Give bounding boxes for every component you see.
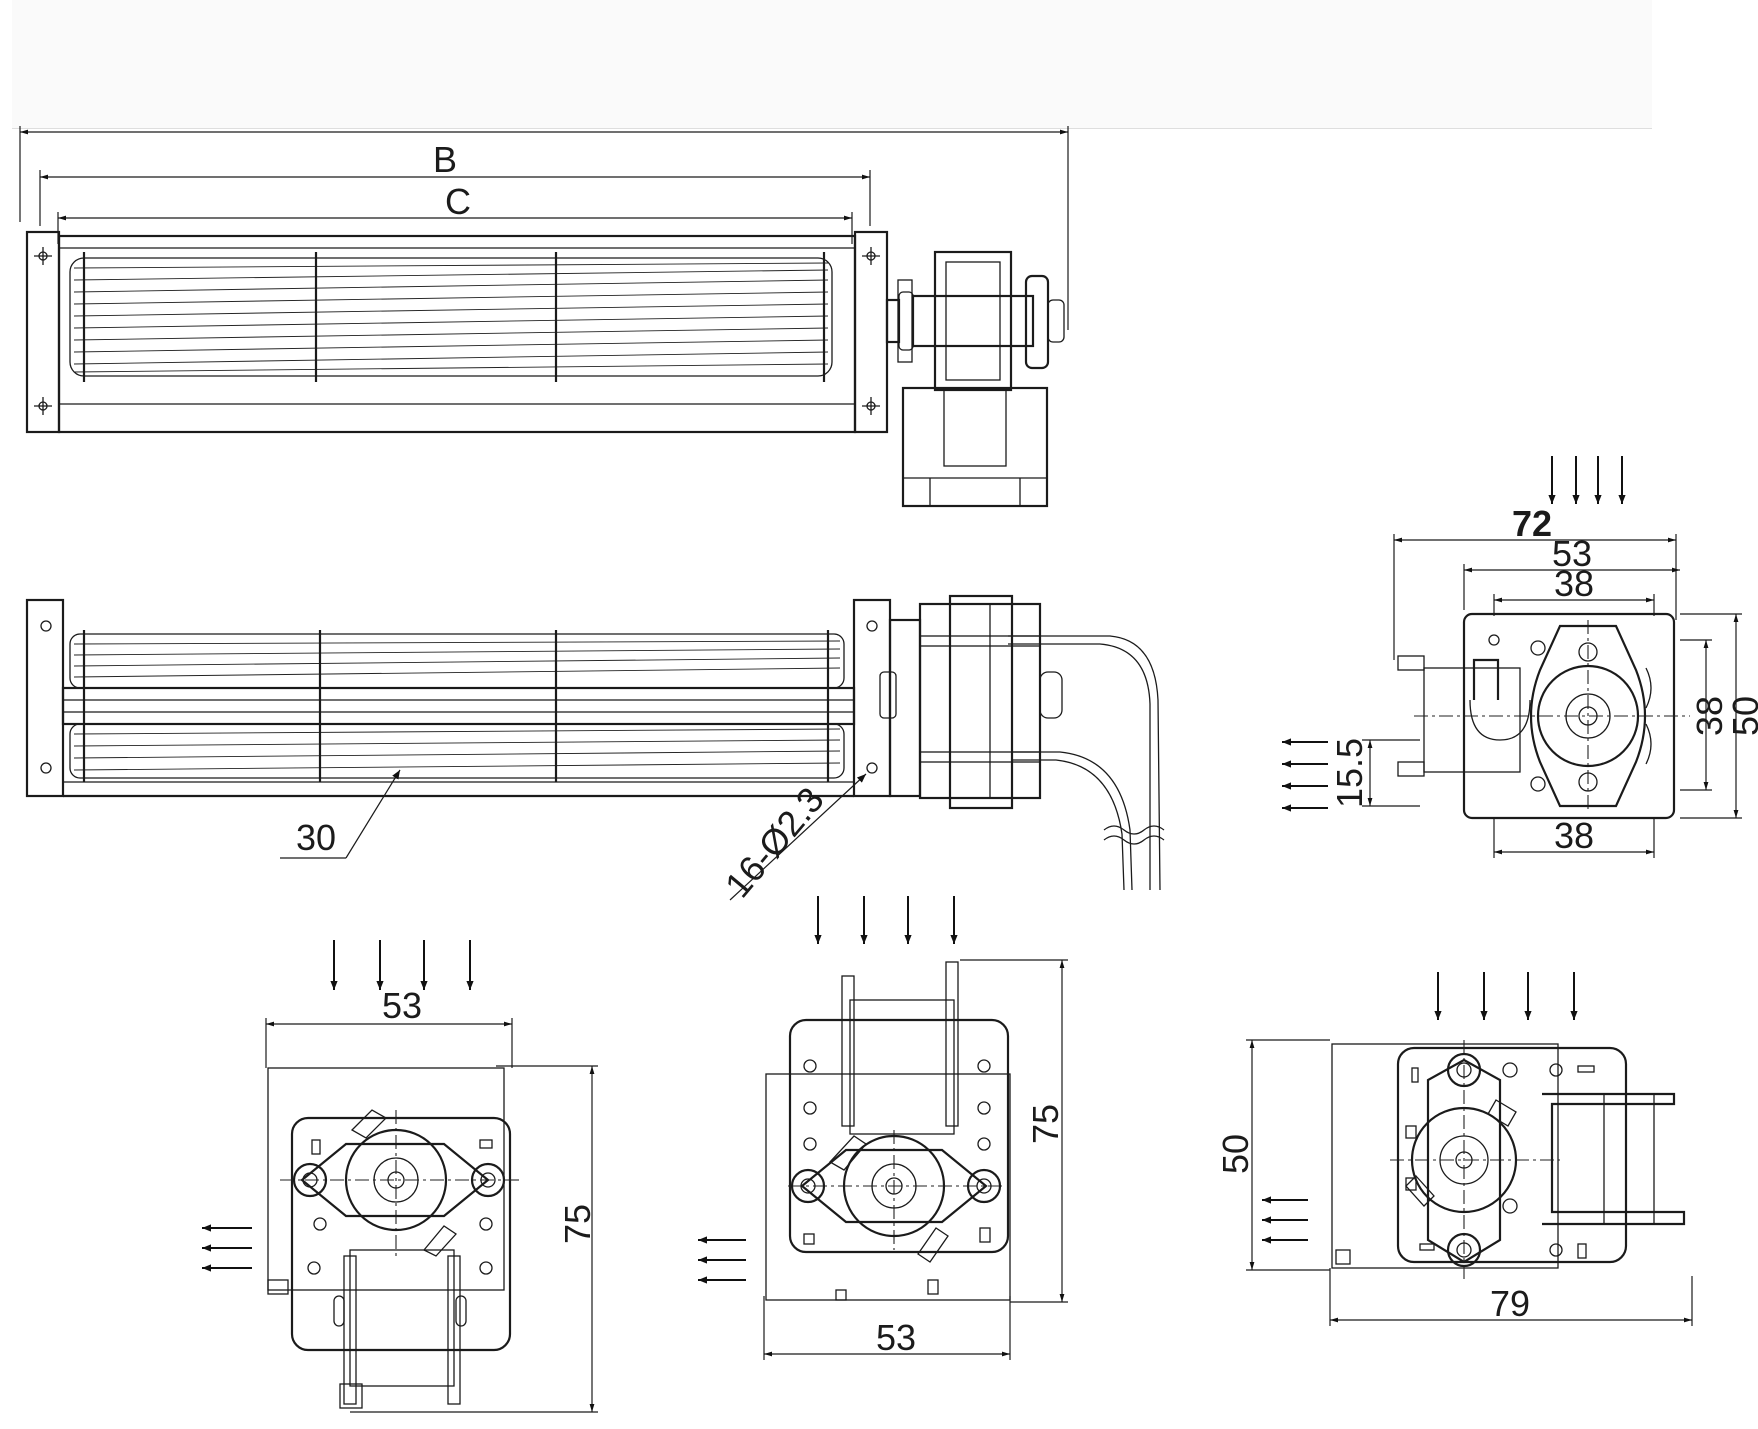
- side-50-label: 50: [1725, 696, 1758, 736]
- right-79-label: 79: [1490, 1283, 1530, 1324]
- dim-c: C: [57, 181, 853, 244]
- label-30: 30: [296, 817, 336, 858]
- left-75-label: 75: [557, 1204, 598, 1244]
- side-38-top-label: 38: [1554, 563, 1594, 604]
- lead-wires: [1008, 635, 1165, 891]
- right-50-label: 50: [1215, 1134, 1256, 1174]
- fan-front-view: 30 16-Ø2.3: [25, 594, 1165, 905]
- end-view-right: 50 79: [1215, 972, 1693, 1326]
- side-72-label: 72: [1512, 503, 1552, 544]
- side-38-right-label: 38: [1689, 696, 1730, 736]
- impeller-front: [69, 630, 845, 782]
- dim-c-label: C: [445, 181, 471, 222]
- header-band: [12, 0, 1652, 129]
- fan-top-view: B C: [19, 126, 1069, 508]
- impeller-top: [69, 252, 833, 382]
- side-53-label: 53: [1552, 533, 1592, 574]
- end-view-left: 53 75: [202, 940, 598, 1413]
- airflow-arrows-down-side: [1548, 456, 1626, 504]
- mid-53-label: 53: [876, 1317, 916, 1358]
- side-38-bottom-label: 38: [1554, 815, 1594, 856]
- motor-top: [885, 250, 1065, 508]
- leader-30: 30: [280, 769, 401, 859]
- end-view-middle: 75 53: [698, 896, 1068, 1360]
- mid-75-label: 75: [1025, 1104, 1066, 1144]
- airflow-arrows-left-side: [1282, 738, 1328, 812]
- airflow-arrows-left-right: [1262, 1196, 1308, 1244]
- left-53-label: 53: [382, 985, 422, 1026]
- airflow-arrows-left-mid: [698, 1236, 746, 1284]
- dim-b-label: B: [433, 139, 457, 180]
- airflow-arrows-down-right: [1434, 972, 1578, 1020]
- airflow-arrows-down-left: [330, 940, 474, 990]
- leader-holes: 16-Ø2.3: [717, 773, 867, 905]
- side-view-right-top: 72 53 38 50 38 15.5 38: [1282, 456, 1758, 858]
- side-15-5-label: 15.5: [1329, 738, 1370, 808]
- dim-overall: [19, 126, 1069, 330]
- label-holes: 16-Ø2.3: [717, 779, 832, 905]
- motor-front: [879, 594, 1063, 810]
- airflow-arrows-left-left: [202, 1224, 252, 1272]
- mount-hole-marks: [34, 247, 880, 415]
- airflow-arrows-down-mid: [814, 896, 958, 944]
- dim-b: B: [39, 139, 871, 226]
